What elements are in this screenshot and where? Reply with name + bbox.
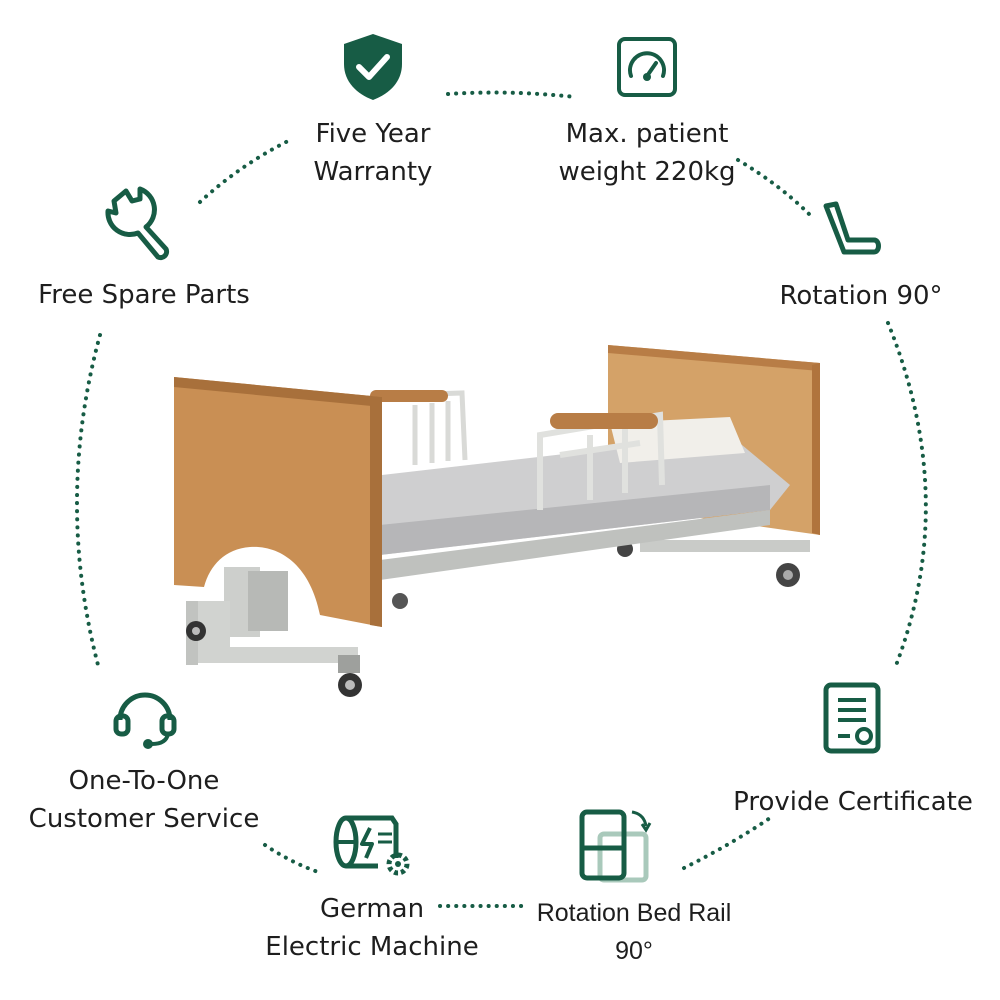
wrench-icon <box>105 186 170 261</box>
feature-warranty: Five Year Warranty <box>282 115 464 191</box>
rotate-rail-icon <box>579 809 652 883</box>
feature-spare-parts: Free Spare Parts <box>20 276 268 314</box>
max-weight-label: Max. patient weight 220kg <box>558 119 736 187</box>
motor-label: German Electric Machine <box>265 894 479 962</box>
spare-parts-label: Free Spare Parts <box>38 280 250 310</box>
bed-illustration <box>174 345 820 697</box>
seat-icon <box>823 201 881 255</box>
feature-certificate: Provide Certificate <box>720 783 986 821</box>
feature-rotation: Rotation 90° <box>762 277 960 315</box>
headset-icon <box>113 692 177 749</box>
rotation-label: Rotation 90° <box>779 281 943 311</box>
certificate-icon <box>823 682 881 754</box>
warranty-label: Five Year Warranty <box>313 119 433 187</box>
feature-bed-rail: Rotation Bed Rail 90° <box>512 894 756 970</box>
certificate-label: Provide Certificate <box>733 787 973 817</box>
motor-icon <box>333 815 410 876</box>
feature-customer-service: One-To-One Customer Service <box>20 762 268 838</box>
customer-service-label: One-To-One Customer Service <box>28 766 260 834</box>
gauge-icon <box>617 37 677 97</box>
feature-max-weight: Max. patient weight 220kg <box>532 115 762 191</box>
shield-check-icon <box>344 34 402 100</box>
feature-motor: German Electric Machine <box>250 890 494 966</box>
bed-rail-label: Rotation Bed Rail 90° <box>536 899 732 965</box>
